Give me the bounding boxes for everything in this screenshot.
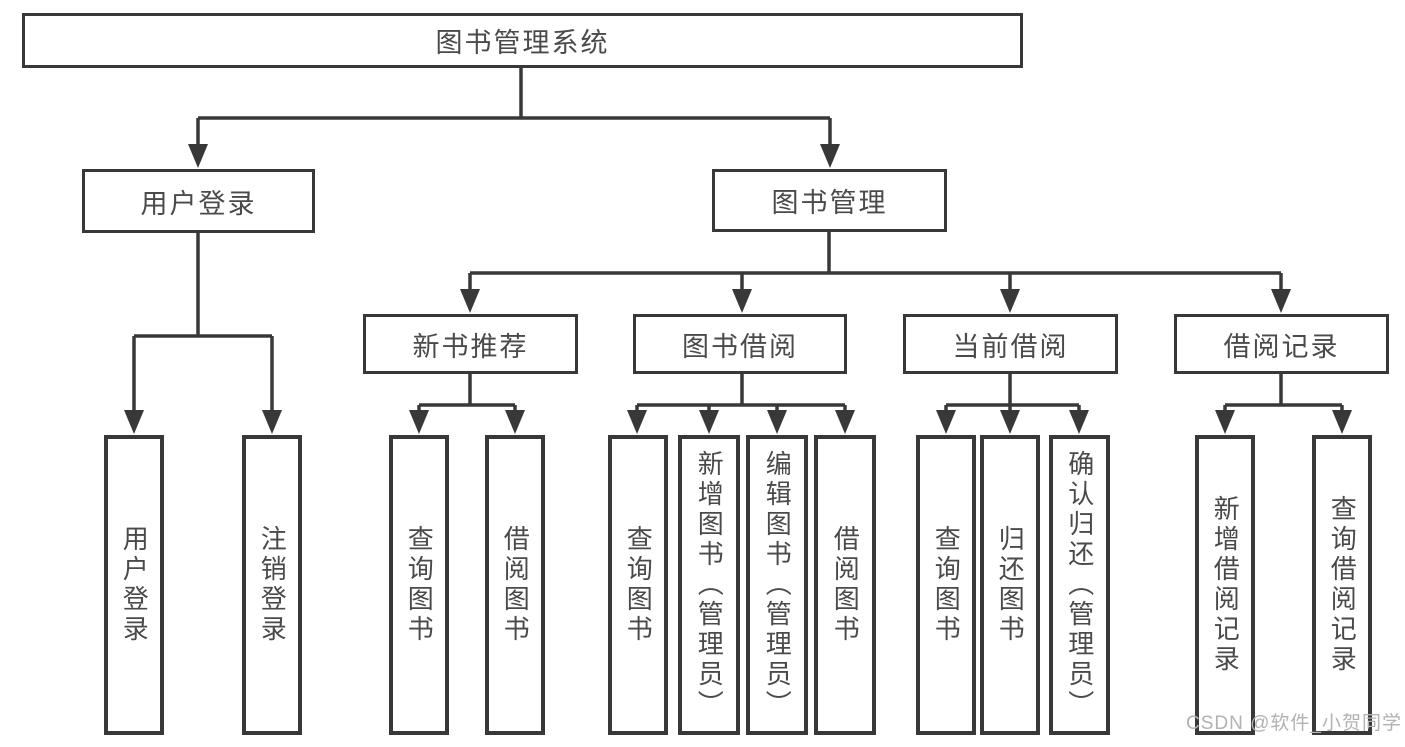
leaf-add-borrow-record: 新增借阅记录	[1195, 435, 1255, 735]
node-new-book-recommend-label: 新书推荐	[412, 331, 529, 362]
leaf-query-books-current-label: 查询图书	[931, 525, 962, 645]
node-book-management-label: 图书管理	[771, 188, 888, 218]
connector-root-to-level2	[188, 68, 840, 168]
leaf-user-login: 用户登录	[104, 435, 164, 735]
leaf-edit-book-admin: 编辑图书（管理员）	[746, 435, 808, 735]
node-root-label: 图书管理系统	[435, 28, 610, 58]
leaf-add-book-admin: 新增图书（管理员）	[678, 435, 740, 735]
node-new-book-recommend: 新书推荐	[363, 314, 578, 374]
leaf-query-borrow-record: 查询借阅记录	[1312, 435, 1372, 735]
leaf-query-books-recommend-label: 查询图书	[404, 525, 435, 645]
leaf-borrow-books-2-label: 借阅图书	[830, 525, 861, 645]
connector-current-borrow-branch	[936, 374, 1089, 434]
csdn-watermark: CSDN @软件_小贺同学	[1186, 713, 1402, 734]
connector-user-login-branch	[124, 232, 282, 434]
node-user-login-label: 用户登录	[140, 188, 257, 219]
leaf-query-books-current: 查询图书	[916, 435, 976, 735]
leaf-query-books-borrow: 查询图书	[608, 435, 668, 735]
node-book-management: 图书管理	[712, 169, 947, 232]
leaf-return-book: 归还图书	[980, 435, 1040, 735]
leaf-confirm-return-admin: 确认归还（管理员）	[1049, 435, 1110, 735]
node-book-borrow: 图书借阅	[633, 314, 847, 374]
leaf-edit-book-admin-label: 编辑图书（管理员）	[762, 450, 793, 720]
leaf-logout-label: 注销登录	[257, 525, 288, 645]
node-current-borrow: 当前借阅	[903, 314, 1118, 374]
leaf-borrow-books-recommend: 借阅图书	[485, 435, 545, 735]
leaf-logout: 注销登录	[242, 435, 302, 735]
connector-borrow-records-branch	[1215, 374, 1352, 434]
leaf-add-borrow-record-label: 新增借阅记录	[1210, 495, 1241, 675]
leaf-query-books-recommend: 查询图书	[389, 435, 449, 735]
connector-new-book-branch	[409, 374, 525, 434]
node-borrow-records-label: 借阅记录	[1223, 331, 1340, 362]
leaf-borrow-books-recommend-label: 借阅图书	[500, 525, 531, 645]
connector-book-management-branch	[460, 232, 1291, 313]
node-user-login: 用户登录	[82, 169, 315, 233]
node-book-borrow-label: 图书借阅	[682, 331, 798, 362]
node-borrow-records: 借阅记录	[1174, 314, 1389, 374]
node-root: 图书管理系统	[22, 13, 1023, 68]
connector-book-borrow-branch	[627, 374, 855, 434]
leaf-confirm-return-admin-label: 确认归还（管理员）	[1064, 450, 1095, 720]
leaf-add-book-admin-label: 新增图书（管理员）	[694, 450, 725, 720]
leaf-query-borrow-record-label: 查询借阅记录	[1327, 495, 1358, 675]
leaf-return-book-label: 归还图书	[995, 525, 1026, 645]
node-current-borrow-label: 当前借阅	[952, 331, 1069, 362]
leaf-borrow-books-2: 借阅图书	[814, 435, 876, 735]
leaf-query-books-borrow-label: 查询图书	[623, 525, 654, 645]
leaf-user-login-label: 用户登录	[119, 525, 150, 645]
